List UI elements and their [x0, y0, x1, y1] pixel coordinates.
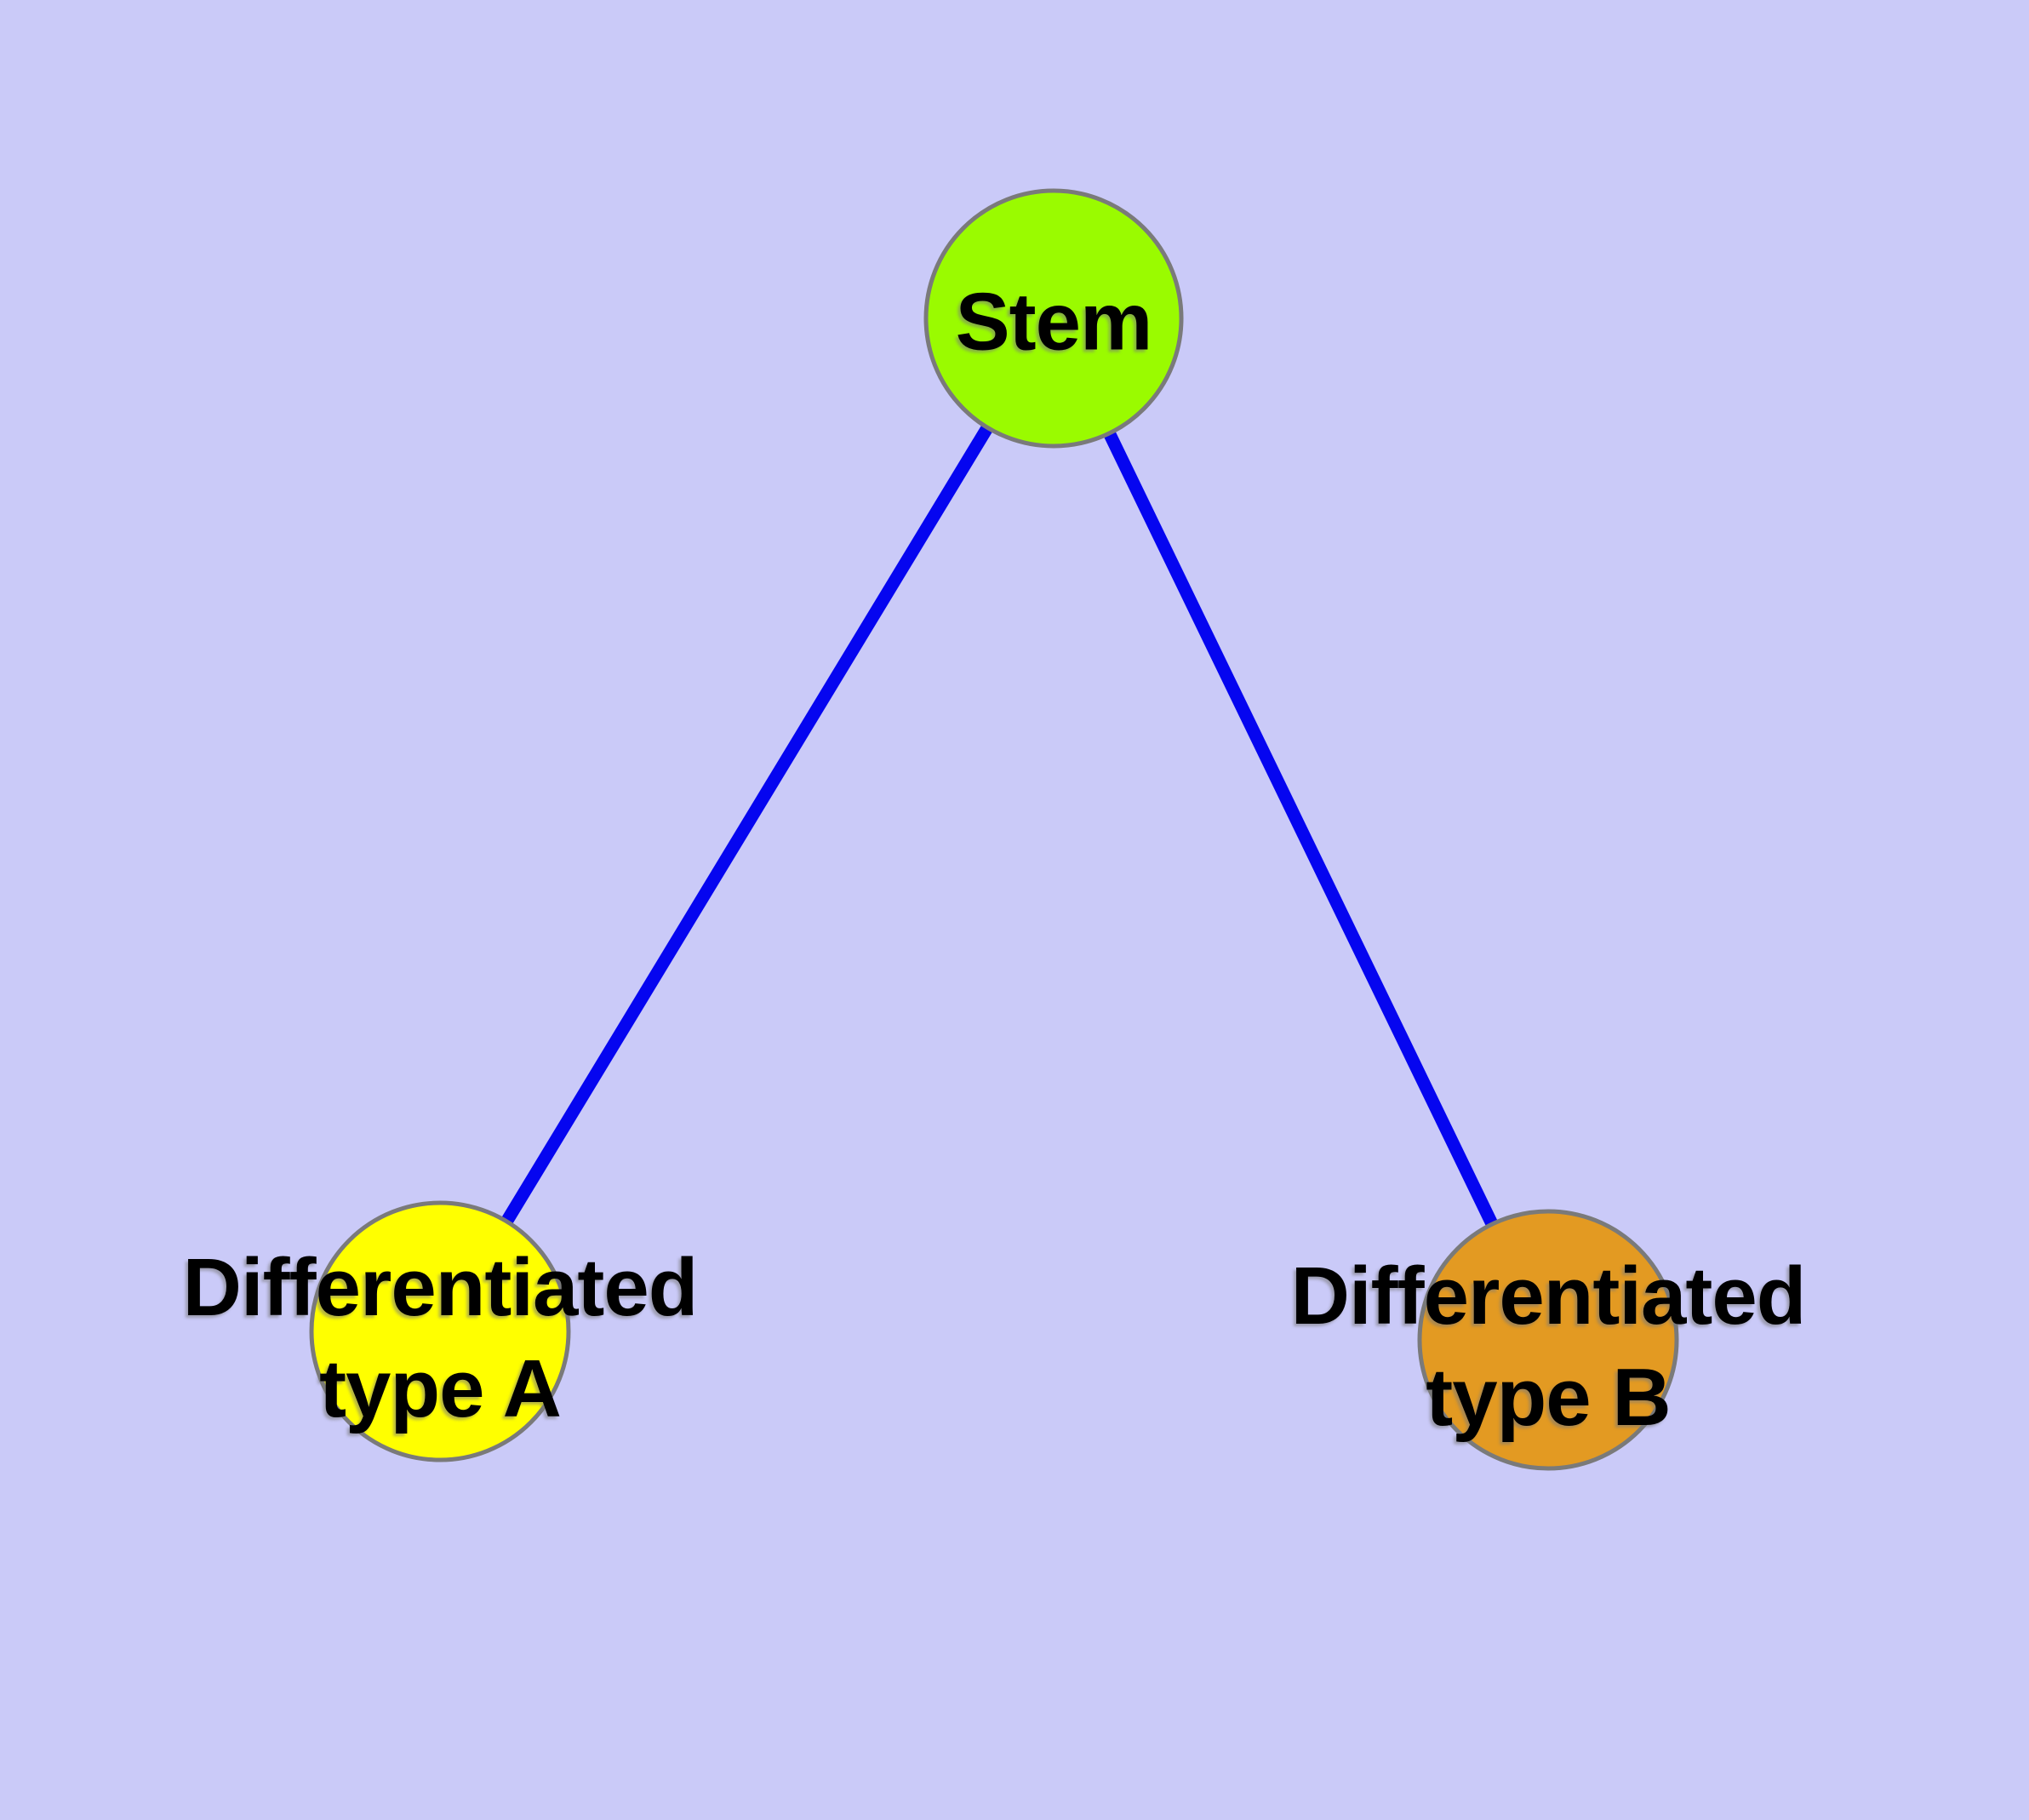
- node-stem-circle: [923, 188, 1184, 449]
- node-type-a-circle: [309, 1200, 571, 1462]
- edge-stem-to-type-b: [1048, 315, 1554, 1343]
- node-type-b-circle: [1417, 1209, 1679, 1471]
- edge-stem-to-type-a: [434, 315, 1060, 1335]
